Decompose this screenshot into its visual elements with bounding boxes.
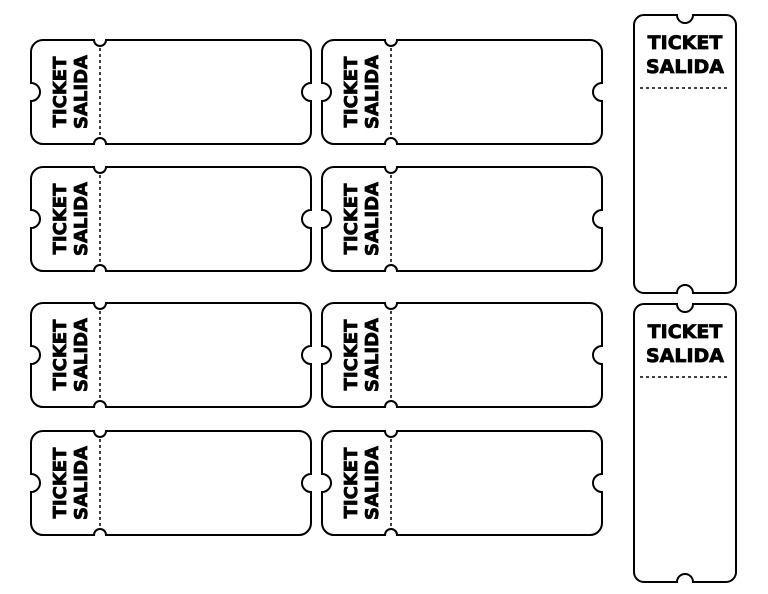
ticket-label-line2: SALIDA — [71, 182, 92, 256]
ticket-label-line1: TICKET — [341, 183, 362, 254]
ticket-label-line1: TICKET — [648, 321, 723, 343]
ticket-label-line1: TICKET — [341, 319, 362, 390]
ticket-label-line1: TICKET — [341, 56, 362, 127]
ticket-label-line2: SALIDA — [362, 55, 383, 129]
ticket-label-line1: TICKET — [50, 319, 71, 390]
ticket-label-line2: SALIDA — [71, 318, 92, 392]
ticket-label-line1: TICKET — [50, 56, 71, 127]
ticket-label-line2: SALIDA — [362, 182, 383, 256]
ticket-horizontal: TICKET SALIDA — [321, 302, 603, 408]
ticket-label-line1: TICKET — [50, 183, 71, 254]
ticket-label-line1: TICKET — [341, 447, 362, 518]
ticket-label-line2: SALIDA — [362, 446, 383, 520]
ticket-label-line1: TICKET — [50, 447, 71, 518]
ticket-horizontal: TICKET SALIDA — [321, 166, 603, 272]
ticket-label-line2: SALIDA — [71, 55, 92, 129]
ticket-label-line1: TICKET — [648, 32, 723, 54]
ticket-horizontal: TICKET SALIDA — [30, 302, 312, 408]
ticket-horizontal: TICKET SALIDA — [30, 39, 312, 145]
ticket-label-line2: SALIDA — [646, 56, 724, 78]
ticket-horizontal: TICKET SALIDA — [321, 430, 603, 536]
ticket-label-line2: SALIDA — [71, 446, 92, 520]
ticket-label-line2: SALIDA — [646, 345, 724, 367]
ticket-horizontal: TICKET SALIDA — [321, 39, 603, 145]
ticket-horizontal: TICKET SALIDA — [30, 430, 312, 536]
ticket-vertical: TICKET SALIDA — [633, 303, 737, 583]
ticket-label-line2: SALIDA — [362, 318, 383, 392]
ticket-vertical: TICKET SALIDA — [633, 14, 737, 294]
ticket-horizontal: TICKET SALIDA — [30, 166, 312, 272]
